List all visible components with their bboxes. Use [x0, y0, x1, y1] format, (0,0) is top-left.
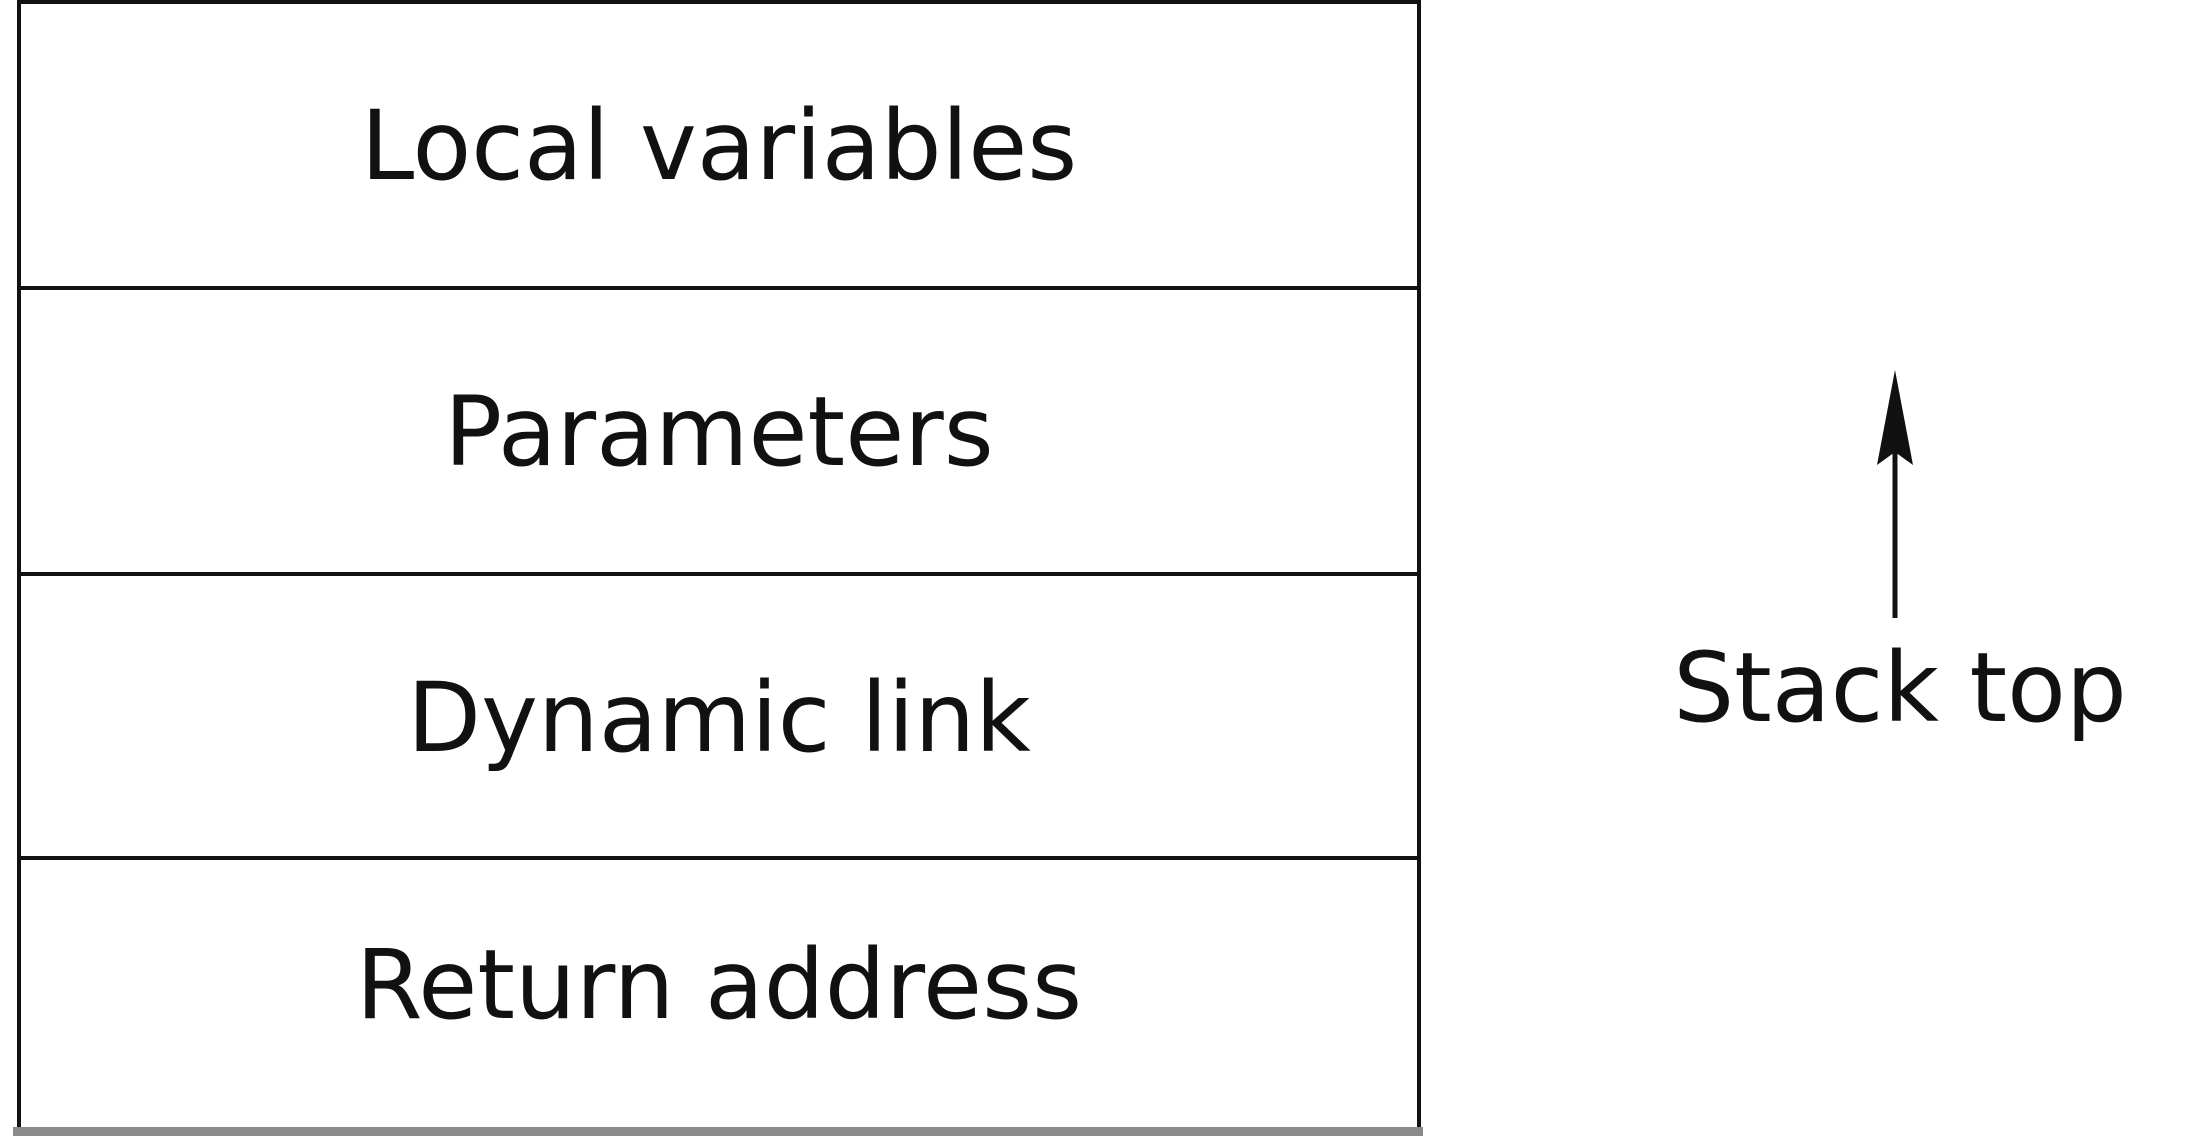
bottom-edge-bar [13, 1127, 1423, 1136]
cell-label: Return address [355, 929, 1083, 1041]
stack-cell-return-address: Return address [21, 860, 1417, 1110]
stack-cell-local-variables: Local variables [21, 4, 1417, 288]
cell-divider [21, 572, 1417, 576]
activation-record-stack: Local variables Parameters Dynamic link … [17, 0, 1421, 1128]
cell-divider [21, 286, 1417, 290]
up-arrow-icon [1877, 370, 1913, 618]
cell-label: Parameters [444, 376, 994, 488]
stack-cell-dynamic-link: Dynamic link [21, 576, 1417, 860]
cell-label: Dynamic link [407, 662, 1031, 774]
cell-label: Local variables [360, 90, 1078, 202]
stack-cell-parameters: Parameters [21, 290, 1417, 574]
stack-top-label: Stack top [1673, 632, 2127, 744]
cell-divider [21, 856, 1417, 860]
